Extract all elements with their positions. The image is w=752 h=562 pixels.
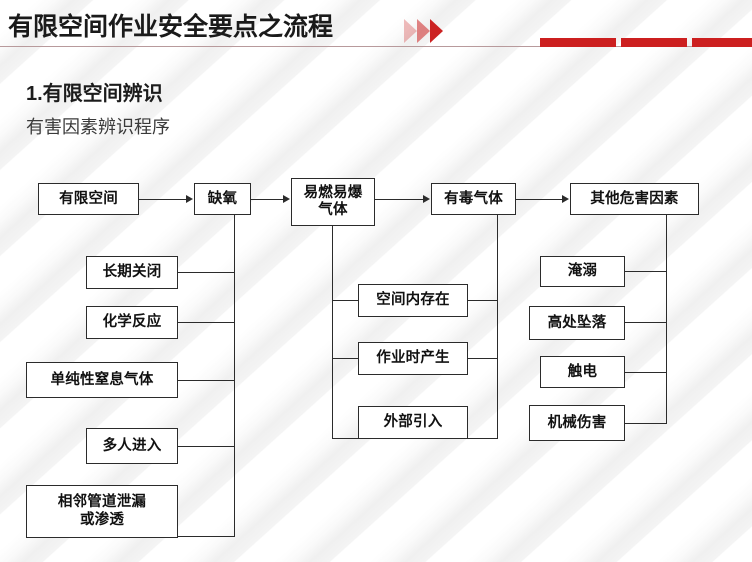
slide-header: 有限空间作业安全要点之流程 bbox=[0, 0, 752, 50]
branch-spine-toxic bbox=[497, 215, 498, 439]
chevron-right-icon-2 bbox=[417, 19, 430, 43]
flow-node-oxygen-deficiency[interactable]: 缺氧 bbox=[194, 183, 251, 215]
header-accent-block-1 bbox=[540, 38, 616, 47]
connector-electric-shock bbox=[625, 372, 667, 373]
connector-fall-from-height bbox=[625, 322, 667, 323]
page-title: 有限空间作业安全要点之流程 bbox=[8, 13, 334, 41]
connector-long-term-closure bbox=[178, 272, 235, 273]
connector-multiple-people-entry bbox=[178, 446, 235, 447]
flow-node-existing-in-space[interactable]: 空间内存在 bbox=[358, 284, 468, 317]
flow-node-toxic-gas[interactable]: 有毒气体 bbox=[431, 183, 516, 215]
section-subheading: 有害因素辨识程序 bbox=[26, 117, 170, 137]
connector-externally-introduced-left bbox=[332, 438, 359, 439]
flow-node-confined-space[interactable]: 有限空间 bbox=[38, 183, 139, 215]
connector-existing-in-space-right bbox=[468, 300, 498, 301]
arrowhead-flammable-to-toxic bbox=[423, 194, 430, 203]
flow-node-externally-introduced[interactable]: 外部引入 bbox=[358, 406, 468, 439]
connector-externally-introduced-right bbox=[468, 438, 498, 439]
flow-node-long-term-closure[interactable]: 长期关闭 bbox=[86, 256, 178, 289]
arrowhead-oxygen-to-flammable bbox=[283, 194, 290, 203]
flow-node-other-hazard-factors[interactable]: 其他危害因素 bbox=[570, 183, 699, 215]
arrowhead-confined-to-oxygen bbox=[186, 194, 193, 203]
header-accent-block-2 bbox=[621, 38, 687, 47]
branch-spine-oxygen bbox=[234, 215, 235, 537]
flow-node-adjacent-pipeline-leak[interactable]: 相邻管道泄漏 或渗透 bbox=[26, 485, 178, 538]
flow-node-multiple-people-entry[interactable]: 多人进入 bbox=[86, 428, 178, 464]
chevron-right-icon-3 bbox=[430, 19, 443, 43]
connector-simple-asphyxiant-gas bbox=[178, 380, 235, 381]
branch-spine-flammable bbox=[332, 226, 333, 439]
connector-oxygen-to-flammable bbox=[251, 199, 283, 200]
connector-confined-to-oxygen bbox=[139, 199, 186, 200]
connector-adjacent-pipeline-leak bbox=[178, 536, 235, 537]
flow-node-electric-shock[interactable]: 触电 bbox=[540, 356, 625, 388]
connector-existing-in-space-left bbox=[332, 300, 359, 301]
connector-generated-during-work-right bbox=[468, 358, 498, 359]
connector-mechanical-injury bbox=[625, 423, 667, 424]
connector-flammable-to-toxic bbox=[375, 199, 423, 200]
arrowhead-toxic-to-other bbox=[562, 194, 569, 203]
flow-node-fall-from-height[interactable]: 高处坠落 bbox=[529, 306, 625, 340]
flow-node-drowning[interactable]: 淹溺 bbox=[540, 256, 625, 287]
flow-node-mechanical-injury[interactable]: 机械伤害 bbox=[529, 405, 625, 441]
branch-spine-other-hazards bbox=[666, 215, 667, 424]
connector-generated-during-work-left bbox=[332, 358, 359, 359]
chevron-right-icon-1 bbox=[404, 19, 417, 43]
flow-node-chemical-reaction[interactable]: 化学反应 bbox=[86, 306, 178, 339]
header-accent-block-3 bbox=[692, 38, 752, 47]
connector-drowning bbox=[625, 271, 667, 272]
double-chevron-right-icon bbox=[404, 19, 464, 45]
section-heading: 1.有限空间辨识 bbox=[26, 83, 163, 105]
connector-chemical-reaction bbox=[178, 322, 235, 323]
header-divider bbox=[0, 46, 752, 47]
flow-node-generated-during-work[interactable]: 作业时产生 bbox=[358, 342, 468, 375]
flow-node-simple-asphyxiant-gas[interactable]: 单纯性窒息气体 bbox=[26, 362, 178, 398]
flow-node-flammable-explosive-gas[interactable]: 易燃易爆 气体 bbox=[291, 178, 375, 226]
connector-toxic-to-other bbox=[516, 199, 562, 200]
